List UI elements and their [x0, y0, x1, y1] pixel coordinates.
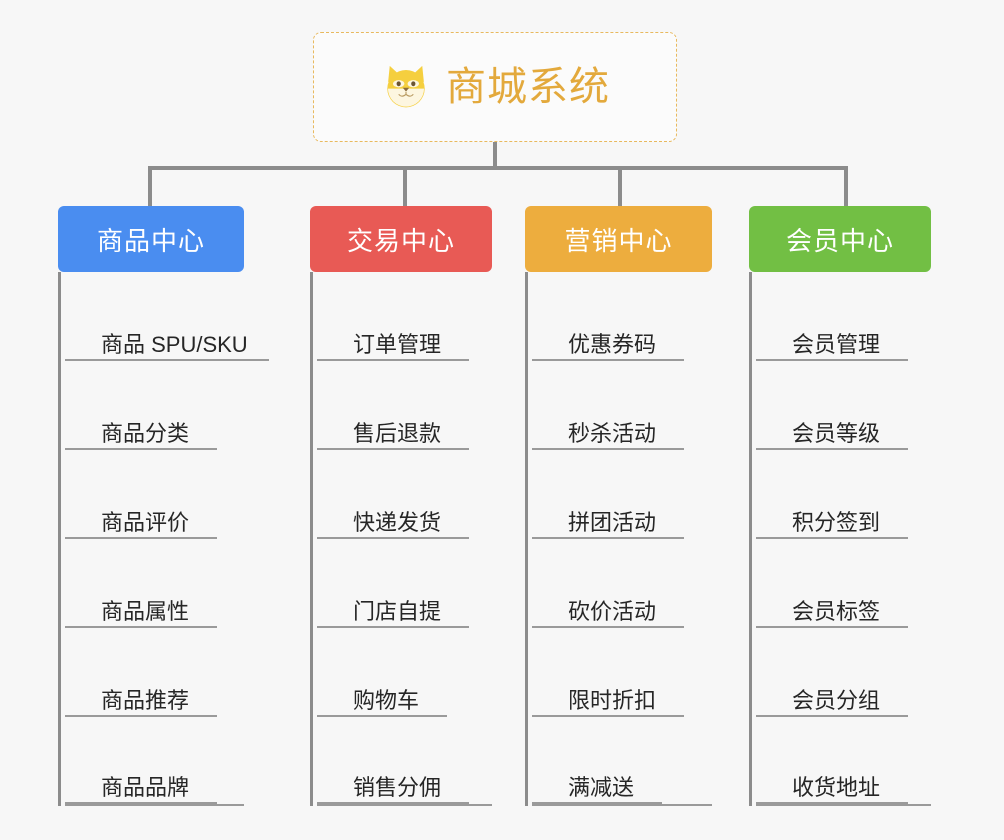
root-title: 商城系统	[446, 65, 610, 109]
list-item[interactable]: 会员管理	[756, 272, 931, 361]
list-item[interactable]: 限时折扣	[532, 628, 712, 717]
child-list-4: 会员管理 会员等级 积分签到 会员标签 会员分组 收货地址	[749, 272, 931, 806]
category-label: 会员中心	[785, 225, 894, 256]
item-rule	[532, 626, 684, 628]
list-item-label: 限时折扣	[568, 687, 657, 713]
connector-horizontal-bus	[148, 166, 848, 170]
connector-drop-4	[844, 166, 848, 206]
list-item-label: 购物车	[353, 687, 420, 713]
category-header-1[interactable]: 商品中心	[58, 206, 244, 272]
list-item[interactable]: 售后退款	[317, 361, 492, 450]
branch-column-4: 会员中心 会员管理 会员等级 积分签到 会员标签 会员分组	[749, 206, 931, 806]
connector-drop-1	[148, 166, 152, 206]
item-rule	[756, 626, 908, 628]
list-item-label: 商品品牌	[101, 774, 190, 800]
list-item-label: 会员管理	[792, 331, 881, 357]
item-rule	[532, 715, 684, 717]
list-item-label: 订单管理	[353, 331, 442, 357]
item-rule	[317, 448, 469, 450]
item-rule	[532, 802, 662, 804]
child-list-3: 优惠券码 秒杀活动 拼团活动 砍价活动 限时折扣 满减送	[525, 272, 712, 806]
category-header-2[interactable]: 交易中心	[310, 206, 492, 272]
item-rule	[532, 537, 684, 539]
item-rule	[756, 802, 908, 804]
list-item-label: 商品推荐	[101, 687, 190, 713]
category-label: 商品中心	[96, 225, 205, 256]
item-rule	[317, 626, 469, 628]
list-item-label: 销售分佣	[353, 774, 442, 800]
list-item[interactable]: 购物车	[317, 628, 492, 717]
list-item[interactable]: 商品品牌	[65, 717, 244, 806]
list-item-label: 会员等级	[792, 420, 881, 446]
list-item[interactable]: 商品推荐	[65, 628, 244, 717]
list-item[interactable]: 收货地址	[756, 717, 931, 806]
item-rule	[532, 359, 684, 361]
list-item-label: 会员标签	[792, 598, 881, 624]
connector-root-stem	[493, 142, 497, 169]
item-rule	[317, 359, 469, 361]
root-node[interactable]: 商城系统	[313, 32, 677, 142]
shiba-dog-face-icon	[380, 61, 432, 113]
list-item-label: 积分签到	[792, 509, 881, 535]
connector-drop-3	[618, 166, 622, 206]
item-rule	[65, 448, 217, 450]
list-item-label: 快递发货	[353, 509, 442, 535]
branch-column-2: 交易中心 订单管理 售后退款 快递发货 门店自提 购物车	[310, 206, 492, 806]
item-rule	[65, 359, 269, 361]
list-item-label: 门店自提	[353, 598, 442, 624]
list-item-label: 商品属性	[101, 598, 190, 624]
item-rule	[756, 715, 908, 717]
list-item[interactable]: 商品评价	[65, 450, 244, 539]
list-item[interactable]: 商品属性	[65, 539, 244, 628]
list-item-label: 拼团活动	[568, 509, 657, 535]
item-rule	[317, 715, 447, 717]
item-rule	[317, 537, 469, 539]
branch-column-1: 商品中心 商品 SPU/SKU 商品分类 商品评价 商品属性 商品推荐	[58, 206, 269, 806]
branch-column-3: 营销中心 优惠券码 秒杀活动 拼团活动 砍价活动 限时折扣	[525, 206, 712, 806]
list-item-label: 商品 SPU/SKU	[101, 331, 248, 357]
item-rule	[532, 448, 684, 450]
item-rule	[65, 715, 217, 717]
list-item-label: 收货地址	[792, 774, 881, 800]
list-item[interactable]: 订单管理	[317, 272, 492, 361]
item-rule	[756, 359, 908, 361]
list-item[interactable]: 满减送	[532, 717, 712, 806]
list-item[interactable]: 秒杀活动	[532, 361, 712, 450]
list-item-label: 售后退款	[353, 420, 442, 446]
list-item[interactable]: 会员分组	[756, 628, 931, 717]
category-label: 交易中心	[346, 225, 455, 256]
list-item-label: 砍价活动	[568, 598, 657, 624]
list-item[interactable]: 砍价活动	[532, 539, 712, 628]
category-header-4[interactable]: 会员中心	[749, 206, 931, 272]
list-item[interactable]: 商品分类	[65, 361, 244, 450]
list-item-label: 秒杀活动	[568, 420, 657, 446]
list-item[interactable]: 会员标签	[756, 539, 931, 628]
list-item[interactable]: 商品 SPU/SKU	[65, 272, 269, 361]
list-item[interactable]: 会员等级	[756, 361, 931, 450]
item-rule	[317, 802, 469, 804]
list-item[interactable]: 积分签到	[756, 450, 931, 539]
child-list-1: 商品 SPU/SKU 商品分类 商品评价 商品属性 商品推荐 商品品牌	[58, 272, 269, 806]
list-item-label: 会员分组	[792, 687, 881, 713]
item-rule	[65, 802, 217, 804]
list-item[interactable]: 优惠券码	[532, 272, 712, 361]
list-item-label: 满减送	[568, 774, 635, 800]
list-item-label: 优惠券码	[568, 331, 657, 357]
item-rule	[65, 626, 217, 628]
list-item[interactable]: 拼团活动	[532, 450, 712, 539]
item-rule	[65, 537, 217, 539]
category-label: 营销中心	[564, 225, 673, 256]
list-item[interactable]: 快递发货	[317, 450, 492, 539]
list-item[interactable]: 门店自提	[317, 539, 492, 628]
list-item-label: 商品分类	[101, 420, 190, 446]
category-header-3[interactable]: 营销中心	[525, 206, 712, 272]
list-item[interactable]: 销售分佣	[317, 717, 492, 806]
connector-drop-2	[403, 166, 407, 206]
list-item-label: 商品评价	[101, 509, 190, 535]
item-rule	[756, 537, 908, 539]
item-rule	[756, 448, 908, 450]
child-list-2: 订单管理 售后退款 快递发货 门店自提 购物车 销售分佣	[310, 272, 492, 806]
